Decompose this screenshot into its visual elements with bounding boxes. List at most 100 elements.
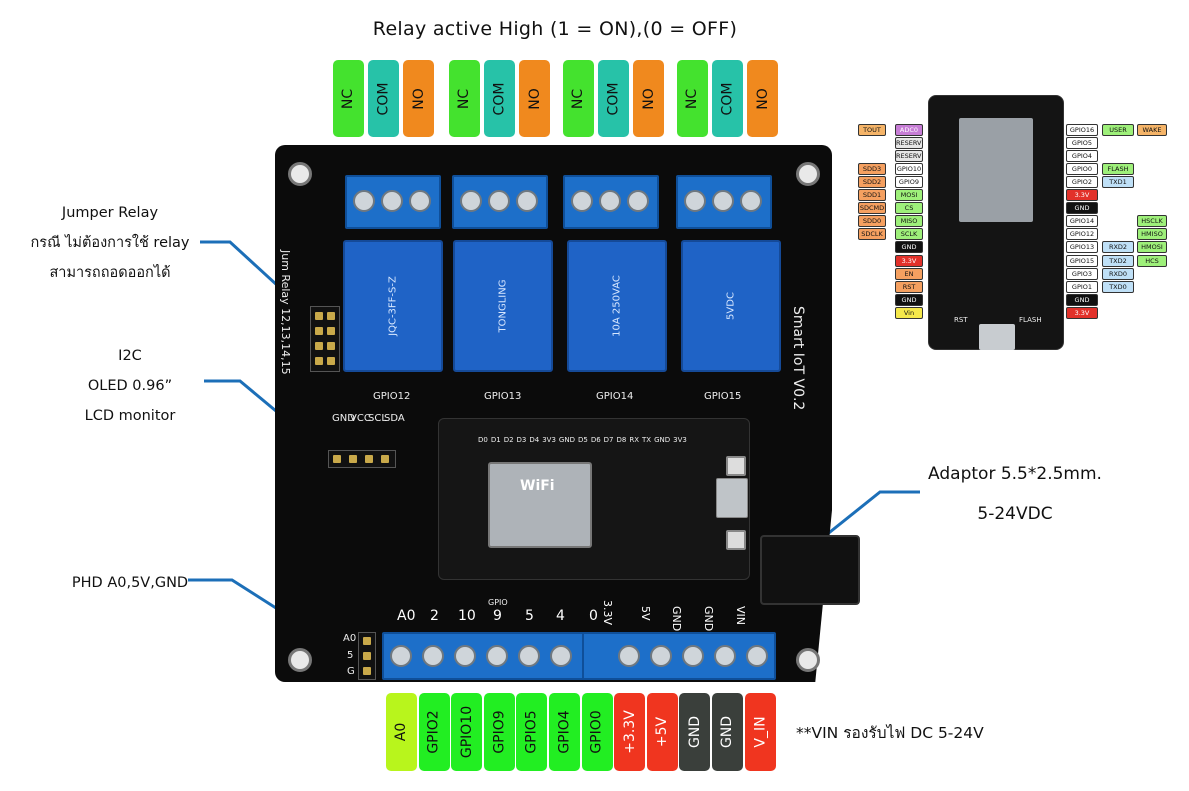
bottom-tag: GND xyxy=(679,693,711,771)
tag-no-3: NO xyxy=(633,60,664,137)
nodemcu-top-pin-labels: D0 D1 D2 D3 D4 3V3 GND D5 D6 D7 D8 RX TX… xyxy=(478,436,687,444)
relay-gpio-label: GPIO12 xyxy=(373,391,411,402)
bottom-tag-label: GND xyxy=(686,715,703,749)
pin-label: GPIO15 xyxy=(1066,254,1098,267)
mount-hole xyxy=(796,648,820,672)
relay-2: TONGLING xyxy=(453,240,553,372)
pin-label: GPIO0 xyxy=(1066,163,1098,176)
dc-jack[interactable] xyxy=(760,535,860,605)
phd-pin-label: 5 xyxy=(347,650,354,661)
pin-label: HMISO xyxy=(1137,228,1167,241)
bottom-tag: +5V xyxy=(646,693,678,771)
bottom-tag-label: +5V xyxy=(654,716,671,748)
relay-4: 5VDC xyxy=(681,240,781,372)
pin-label: TXD1 xyxy=(1102,176,1134,189)
bottom-tag: V_IN xyxy=(744,693,776,771)
pin-label: SDCMD xyxy=(858,202,886,215)
adaptor-note: Adaptor 5.5*2.5mm. 5-24VDC xyxy=(928,464,1102,524)
pin-label: GPIO14 xyxy=(1066,215,1098,228)
gpio-label: GPIO xyxy=(488,598,508,607)
bottom-tag-label: GPIO9 xyxy=(491,710,508,754)
pin-label: Vin xyxy=(895,306,923,319)
pin-label: SCLK xyxy=(895,228,923,241)
pin-label: WAKE xyxy=(1137,124,1167,136)
pin-label: SDD0 xyxy=(858,215,886,228)
pin-label: GND xyxy=(1066,293,1098,306)
bottom-tag: GPIO4 xyxy=(549,693,580,771)
mount-hole xyxy=(288,648,312,672)
relay-terminal-2 xyxy=(452,175,548,229)
i2c-pin-label: SDA xyxy=(384,413,405,424)
pin-label: GPIO13 xyxy=(1066,241,1098,254)
phd-pin-label: G xyxy=(347,666,355,677)
pin-label: HSCLK xyxy=(1137,215,1167,228)
bottom-tag: GPIO9 xyxy=(483,693,515,771)
jumper-header[interactable] xyxy=(310,306,340,372)
bottom-tag-label: A0 xyxy=(393,722,410,742)
tag-com-1: COM xyxy=(368,60,399,137)
tag-com-3: COM xyxy=(598,60,629,137)
pin-label: GPIO4 xyxy=(1066,150,1098,163)
tag-nc-4: NC xyxy=(677,60,708,137)
bottom-tag-label: GPIO2 xyxy=(426,710,443,754)
pin-label: RXD0 xyxy=(1102,267,1134,280)
pin-label: RESERVED xyxy=(895,137,923,150)
tag-no-2: NO xyxy=(519,60,550,137)
pin-label: FLASH xyxy=(1102,163,1134,176)
tag-no-4: NO xyxy=(747,60,778,137)
relay-board xyxy=(275,145,832,682)
pin-label: MISO xyxy=(895,215,923,228)
usb-port xyxy=(716,478,748,518)
pin-label: GPIO10 xyxy=(895,163,923,176)
bottom-tag-label: GPIO0 xyxy=(589,710,606,754)
pin-label: GND xyxy=(895,293,923,306)
bottom-tag: GPIO5 xyxy=(516,693,548,771)
tag-nc-2: NC xyxy=(449,60,480,137)
bottom-tag: GPIO2 xyxy=(418,693,450,771)
pin-label: GPIO9 xyxy=(895,176,923,189)
pin-label: GPIO16 xyxy=(1066,124,1098,136)
pin-label: SDD2 xyxy=(858,176,886,189)
i2c-header[interactable] xyxy=(328,450,396,468)
bottom-tag: GPIO0 xyxy=(581,693,613,771)
bottom-tag: GPIO10 xyxy=(451,693,483,771)
reset-button[interactable] xyxy=(726,456,746,476)
bottom-tag-label: GPIO5 xyxy=(523,710,540,754)
relay-gpio-label: GPIO13 xyxy=(484,391,522,402)
pin-label: 3.3V xyxy=(1066,189,1098,202)
bottom-tag: +3.3V xyxy=(614,693,646,771)
i2c-pin-label: GND xyxy=(332,413,355,424)
relay-terminal-1 xyxy=(345,175,441,229)
pin-label: SDD1 xyxy=(858,189,886,202)
tag-com-2: COM xyxy=(484,60,515,137)
pin-label: RXD2 xyxy=(1102,241,1134,254)
phd-header[interactable] xyxy=(358,632,376,680)
pin-label: GND xyxy=(1066,202,1098,215)
relay-gpio-label: GPIO15 xyxy=(704,391,742,402)
pin-label: GPIO3 xyxy=(1066,267,1098,280)
pin-label: TOUT xyxy=(858,124,886,136)
jumper-label: Jum Relay 12,13,14,15 xyxy=(279,250,292,375)
tag-nc-3: NC xyxy=(563,60,594,137)
io-terminal-block xyxy=(382,632,616,680)
esp8266-chip: WiFi xyxy=(488,462,592,548)
i2c-pin-label: VCC xyxy=(350,413,371,424)
mount-hole xyxy=(288,162,312,186)
bottom-tag-label: GND xyxy=(719,715,736,749)
nodemcu-esp-chip xyxy=(959,118,1033,222)
power-terminal-block xyxy=(582,632,776,680)
pin-label: EN xyxy=(895,267,923,280)
nodemcu-flash-label: FLASH xyxy=(1019,316,1042,324)
pin-label: TXD0 xyxy=(1102,280,1134,293)
bottom-tag-label: GPIO4 xyxy=(556,710,573,754)
flash-button[interactable] xyxy=(726,530,746,550)
relay-terminal-3 xyxy=(563,175,659,229)
page-title: Relay active High (1 = ON),(0 = OFF) xyxy=(372,18,738,40)
pin-label: CS xyxy=(895,202,923,215)
pin-label: RESERVED xyxy=(895,150,923,163)
pin-label: GPIO1 xyxy=(1066,280,1098,293)
mount-hole xyxy=(796,162,820,186)
phd-note: PHD A0,5V,GND xyxy=(71,575,189,591)
tag-com-4: COM xyxy=(712,60,743,137)
phd-pin-label: A0 xyxy=(343,633,357,644)
